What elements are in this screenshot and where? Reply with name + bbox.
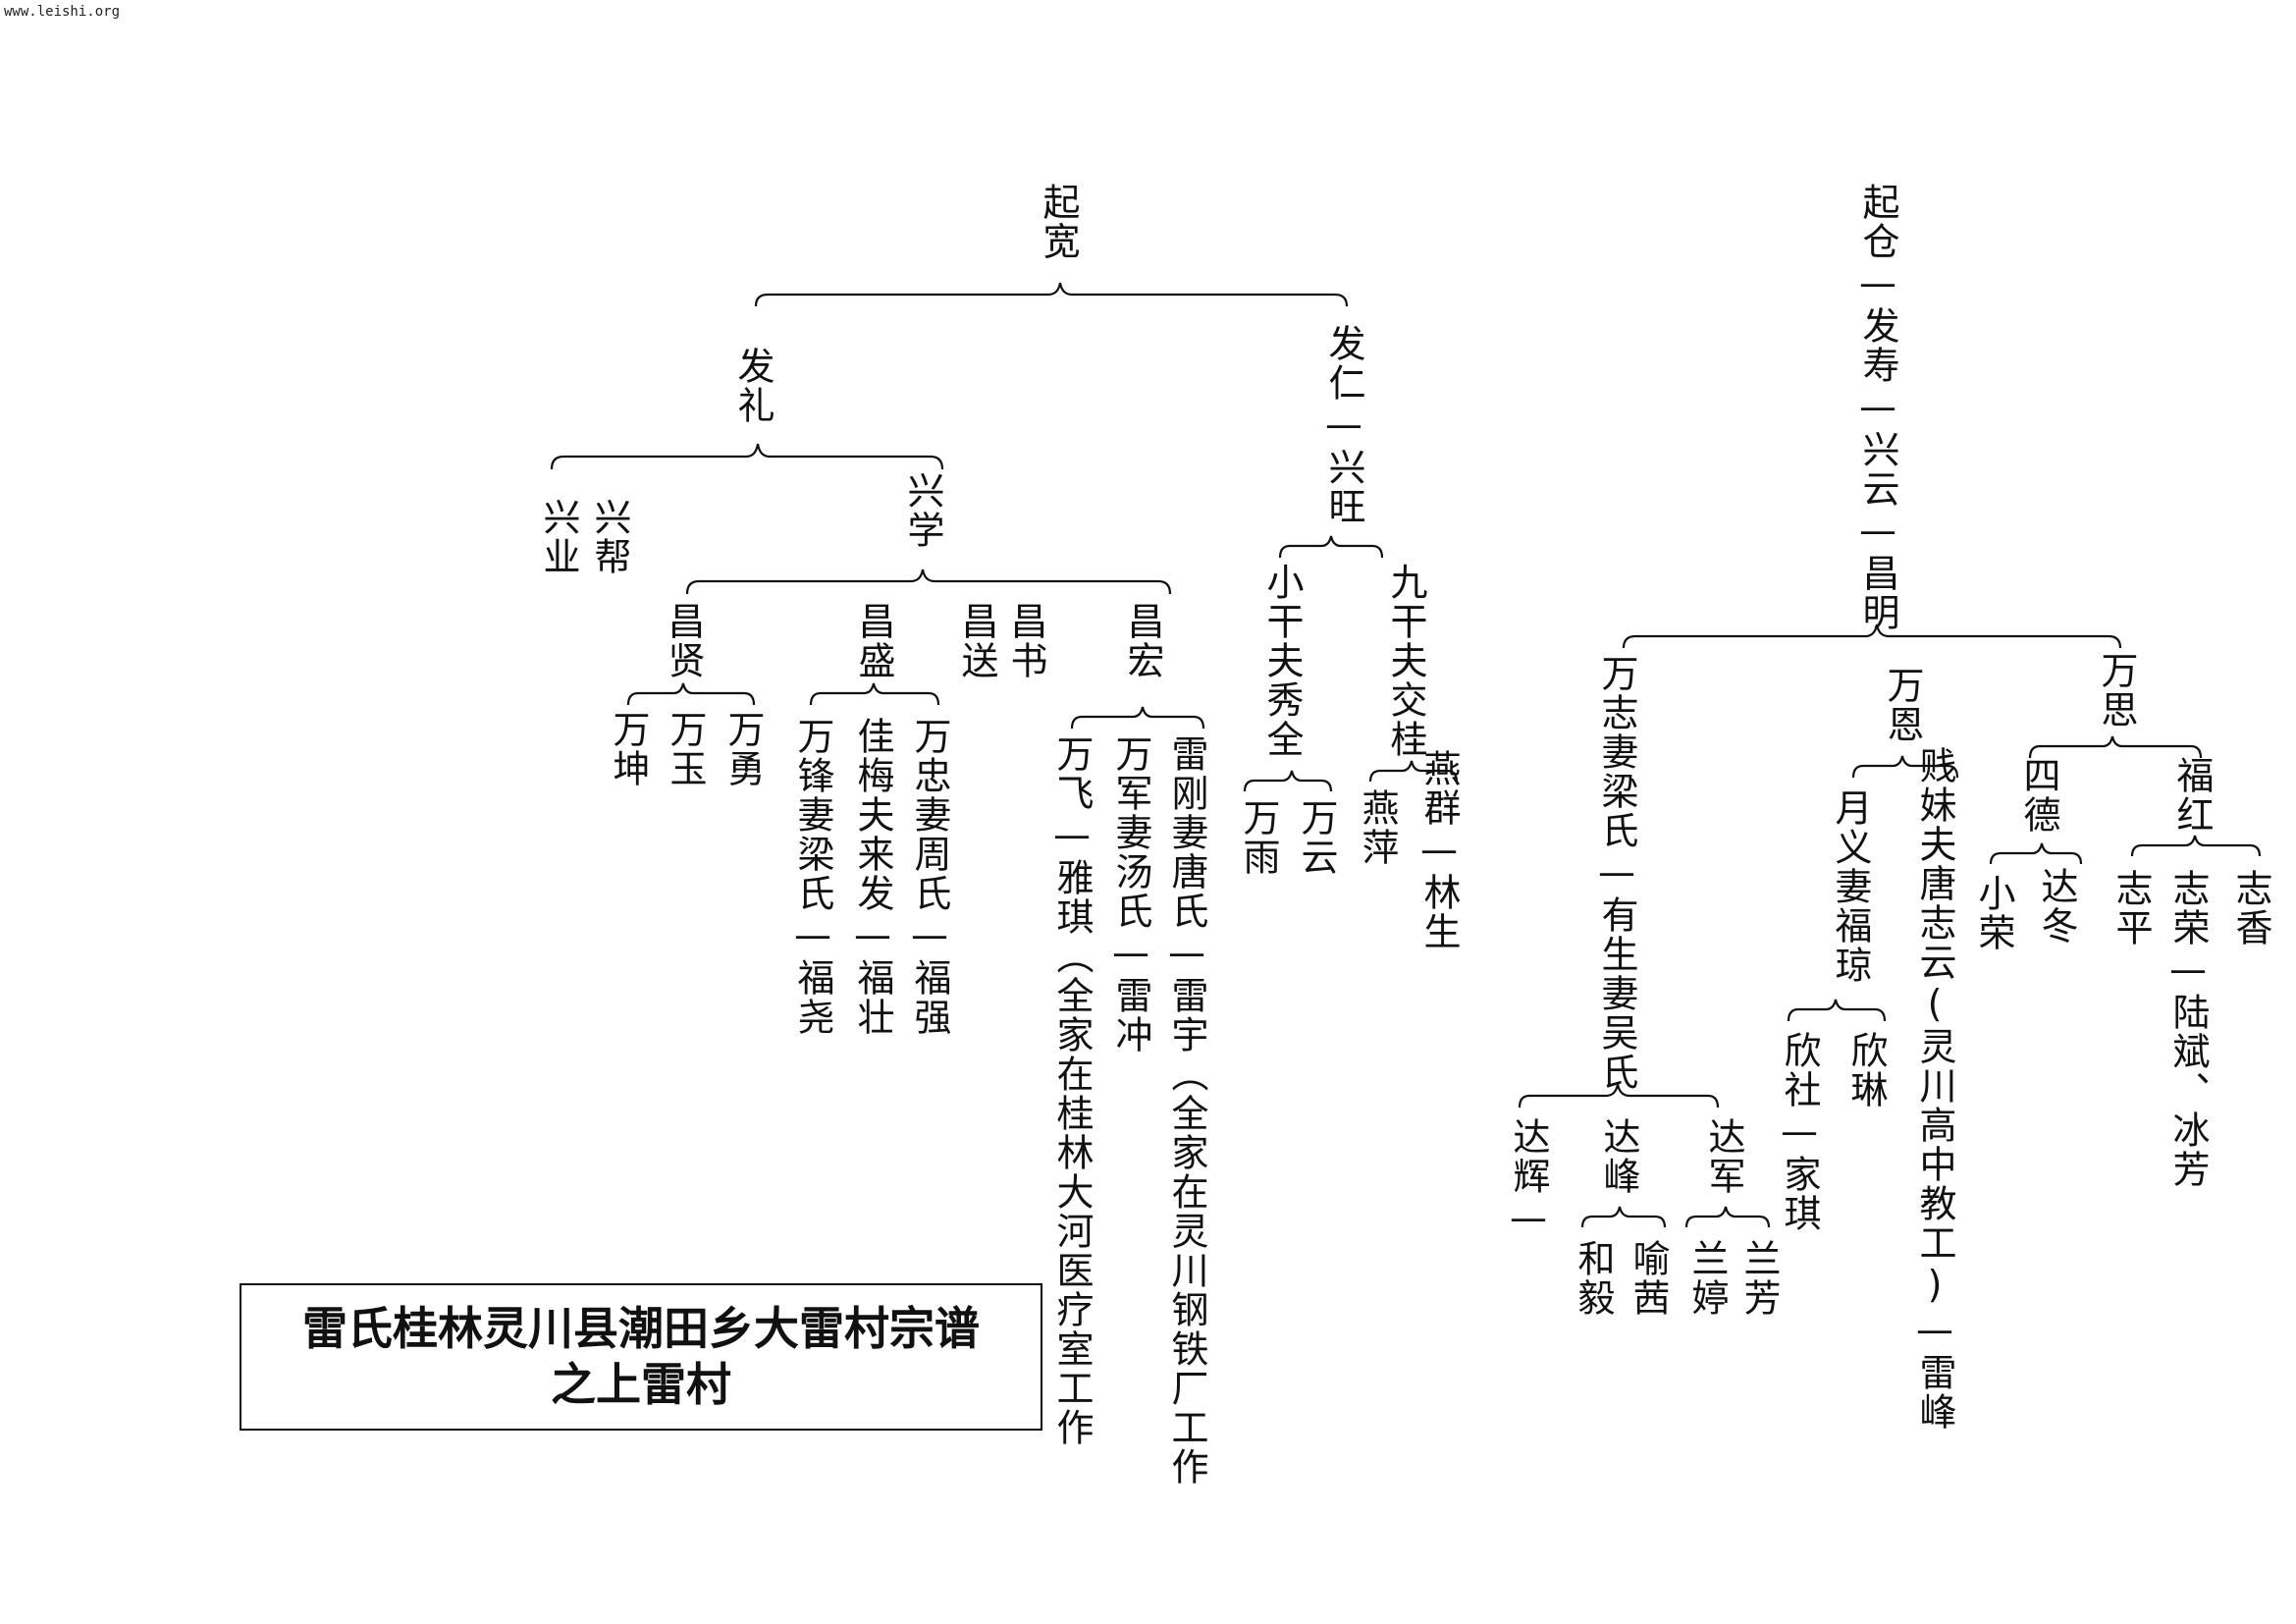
node-xinshe: 欣社—家琪: [1778, 1031, 1821, 1233]
bracket-xingwang: [1278, 535, 1384, 559]
bracket-changxian: [626, 682, 756, 706]
node-xiaoqianfu: 小干夫秀全: [1260, 563, 1304, 759]
bracket-side: [1989, 842, 2083, 865]
bracket-jiuqian: [1368, 760, 1459, 783]
bracket-yueyi: [1787, 999, 1887, 1022]
node-wanyun: 万云: [1295, 798, 1338, 877]
watermark-text: www.leishi.org: [4, 4, 121, 20]
bracket-yousheng: [1518, 1083, 1720, 1109]
node-xinlin: 欣琳: [1844, 1031, 1888, 1110]
bracket-changming: [1622, 623, 2122, 649]
bracket-xingxue: [685, 568, 1172, 595]
node-heyi: 和毅: [1572, 1239, 1615, 1318]
node-side: 四德: [2017, 756, 2060, 835]
node-changshu: 昌书: [1004, 602, 1047, 680]
node-wansi: 万思: [2095, 651, 2138, 730]
node-faren-xingwang: 发仁—兴旺: [1322, 324, 1365, 526]
node-changsheng: 昌盛: [852, 602, 895, 680]
bracket-changhong: [1070, 706, 1205, 730]
node-qikuan: 起宽: [1037, 183, 1080, 261]
node-yanping: 燕萍: [1356, 788, 1399, 867]
bracket-wanen: [1851, 755, 1959, 779]
node-xingbang: 兴帮: [588, 498, 631, 576]
node-xiaorong: 小荣: [1972, 874, 2015, 952]
title-box: 雷氏桂林灵川县潮田乡大雷村宗谱 之上雷村: [240, 1283, 1042, 1431]
node-yanqun: 燕群—林生: [1417, 749, 1461, 951]
node-fuhong: 福红: [2170, 756, 2214, 835]
node-zhixiang: 志香: [2229, 869, 2272, 947]
node-wanzhi: 万志妻梁氏—有生妻吴氏: [1595, 654, 1638, 1092]
bracket-wansi: [2028, 735, 2203, 759]
bracket-dafeng: [1580, 1206, 1667, 1228]
bracket-xiaoqian: [1243, 770, 1333, 792]
node-zhirong: 志荣—陆斌、冰芳: [2166, 869, 2210, 1189]
bracket-dajun: [1684, 1206, 1771, 1228]
node-wanen: 万恩: [1881, 666, 1924, 744]
node-jianmei: 贱妹夫唐志云(灵川高中教工)—雷峰: [1913, 746, 1956, 1432]
node-lanting: 兰婷: [1685, 1239, 1729, 1318]
node-guimei: 佳梅夫来发—福壮: [851, 717, 894, 1037]
node-changhong: 昌宏: [1121, 602, 1164, 680]
bracket-qikuan: [754, 282, 1349, 307]
bracket-changsheng: [809, 682, 940, 706]
node-dadong: 达冬: [2035, 867, 2078, 946]
title-line-1: 雷氏桂林灵川县潮田乡大雷村宗谱: [302, 1301, 980, 1355]
node-wanzhong: 万忠妻周氏—福强: [908, 717, 951, 1037]
node-xingye: 兴业: [537, 498, 580, 576]
bracket-fali: [550, 443, 944, 470]
node-wanyu: 万玉: [664, 710, 707, 788]
node-dahui: 达辉—: [1507, 1117, 1550, 1241]
node-dajun: 达军: [1702, 1117, 1745, 1196]
node-changsong: 昌送: [955, 602, 998, 680]
node-jiuqianfu: 九干夫交桂: [1384, 563, 1427, 759]
node-leigang: 雷刚妻唐氏—雷宇（全家在灵川钢铁厂工作: [1165, 734, 1208, 1487]
node-yueyi: 月义妻福琼: [1829, 788, 1872, 985]
node-wanfeng: 万锋妻梁氏—福尧: [791, 717, 834, 1037]
node-dafeng: 达峰: [1597, 1117, 1640, 1196]
node-xingxue: 兴学: [901, 471, 944, 550]
node-zhiping: 志平: [2109, 869, 2153, 947]
node-wanjun: 万军妻汤氏—雷冲: [1109, 734, 1152, 1055]
node-wankun: 万坤: [607, 710, 650, 788]
bracket-fuhong: [2130, 835, 2262, 857]
node-fali: 发礼: [731, 347, 774, 425]
node-yuqian: 喻茜: [1627, 1239, 1670, 1318]
title-line-2: 之上雷村: [551, 1358, 731, 1411]
node-lanfang: 兰芳: [1737, 1239, 1781, 1318]
node-wanyu2: 万雨: [1237, 798, 1280, 877]
node-changxian: 昌贤: [662, 602, 705, 680]
node-wanyong: 万勇: [721, 710, 765, 788]
node-wanfei: 万飞—雅琪（全家在桂林大河医疗室工作: [1050, 734, 1094, 1447]
node-qicang-chain: 起仓—发寿—兴云—昌明: [1856, 183, 1899, 632]
